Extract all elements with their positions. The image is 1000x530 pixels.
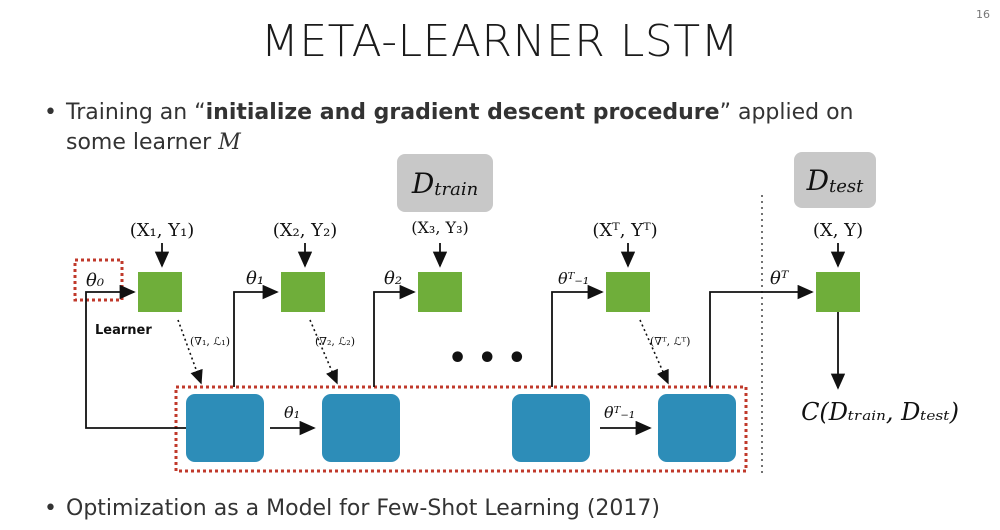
reference-text: Optimization as a Model for Few-Shot Lea… xyxy=(66,496,660,521)
bullet1-line2-text: some learner xyxy=(66,130,219,155)
grad-label-t: (∇ᵀ, ℒᵀ) xyxy=(650,335,690,348)
learner-box-1 xyxy=(138,272,182,312)
learner-m: M xyxy=(218,130,241,155)
learner-box-test xyxy=(816,272,860,312)
theta-t-label: θᵀ xyxy=(770,268,790,289)
lstm-theta-t1: θᵀ₋₁ xyxy=(604,403,635,422)
d-train-sub: train xyxy=(434,178,479,200)
grad-label-2: (∇₂, ℒ₂) xyxy=(315,335,355,348)
theta0-box xyxy=(73,258,124,302)
input-label-1: (X₁, Y₁) xyxy=(130,220,195,241)
d-test-base: D xyxy=(806,163,830,197)
bullet-dot: • xyxy=(44,100,57,125)
bullet1-suffix: ” applied on xyxy=(719,100,854,125)
d-test-sub: test xyxy=(829,175,864,197)
d-train-base: D xyxy=(411,166,435,200)
bullet-reference: • Optimization as a Model for Few-Shot Le… xyxy=(44,496,660,521)
bullet1-line2: some learner M xyxy=(44,128,854,158)
bullet-dot-2: • xyxy=(44,496,57,521)
cost-function: C(Dₜᵣₐᵢₙ, Dₜₑₛₜ) xyxy=(801,398,959,426)
lstm-cell-3 xyxy=(512,394,590,462)
lstm-theta-1: θ₁ xyxy=(284,403,300,422)
slide-title: META-LEARNER LSTM xyxy=(260,16,740,67)
input-label-3: (X₃, Y₃) xyxy=(411,218,468,237)
lstm-cell-2 xyxy=(322,394,400,462)
learner-box-3 xyxy=(418,272,462,312)
grad-label-1: (∇₁, ℒ₁) xyxy=(190,335,230,348)
theta-1-label: θ₁ xyxy=(246,268,264,289)
theta-0-label: θ₀ xyxy=(86,270,104,291)
ellipsis: • • • xyxy=(448,341,526,376)
lstm-container xyxy=(174,385,748,473)
learner-label: Learner xyxy=(95,323,152,338)
input-label-t: (Xᵀ, Yᵀ) xyxy=(592,220,657,241)
input-label-test: (X, Y) xyxy=(813,220,863,241)
theta-t1-label: θᵀ₋₁ xyxy=(558,269,589,288)
theta-2-label: θ₂ xyxy=(384,268,402,289)
bullet1-bold: initialize and gradient descent procedur… xyxy=(205,100,720,125)
learner-box-t xyxy=(606,272,650,312)
page-number: 16 xyxy=(976,8,990,21)
input-label-2: (X₂, Y₂) xyxy=(273,220,338,241)
bullet1-prefix: Training an “ xyxy=(66,100,206,125)
bullet-training: • Training an “initialize and gradient de… xyxy=(44,98,854,158)
lstm-cell-4 xyxy=(658,394,736,462)
learner-box-2 xyxy=(281,272,325,312)
lstm-cell-1 xyxy=(186,394,264,462)
